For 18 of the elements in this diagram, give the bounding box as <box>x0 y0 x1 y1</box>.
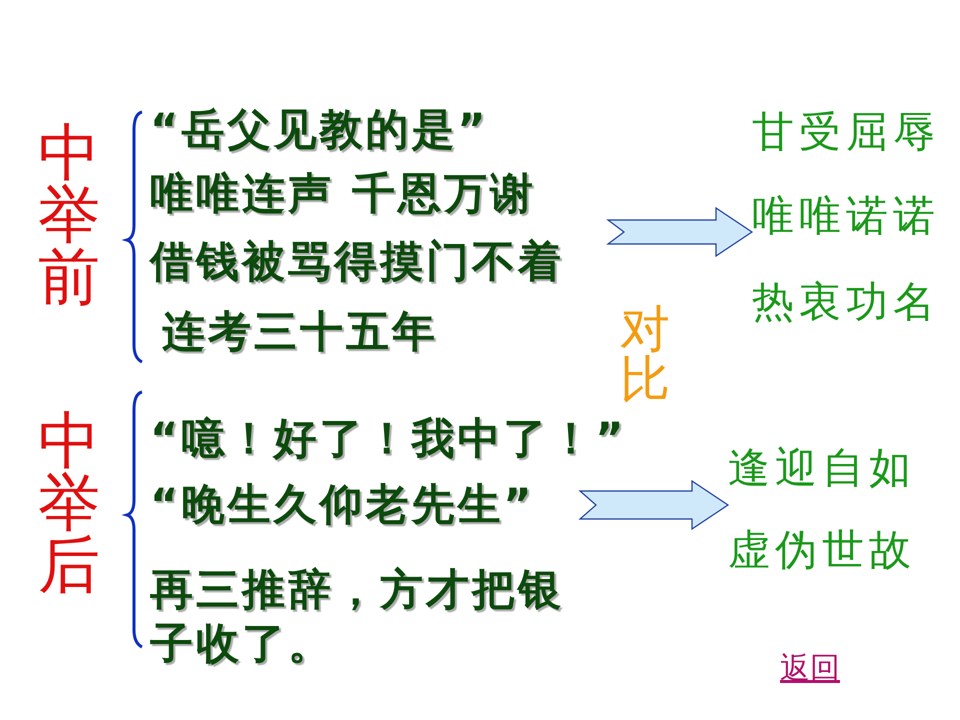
back-link: 返回 <box>780 650 840 688</box>
block-arrow <box>606 206 754 258</box>
trait-text: 唯唯诺诺 <box>752 194 940 238</box>
trait-text: 热衷功名 <box>752 280 940 324</box>
quote-text: 连考三十五年 <box>162 306 438 358</box>
quote-text: 借钱被骂得摸门不着 <box>150 236 564 288</box>
quote-text: 唯唯连声 千恩万谢 <box>150 168 536 220</box>
quote-text: “晚生久仰老先生” <box>150 479 535 531</box>
block-arrow <box>578 480 730 530</box>
quote-text: “岳父见教的是” <box>150 104 489 156</box>
heading: 中举前 <box>38 122 100 308</box>
trait-text: 甘受屈辱 <box>752 110 940 154</box>
heading: 中举后 <box>38 410 100 596</box>
contrast-label: 对比 <box>620 304 670 404</box>
quote-text: “噫！好了！我中了！” <box>150 413 627 465</box>
trait-text: 逢迎自如 <box>728 446 916 490</box>
trait-text: 虚伪世故 <box>728 528 916 572</box>
quote-text: 再三推辞，方才把银子收了。 <box>150 564 565 671</box>
